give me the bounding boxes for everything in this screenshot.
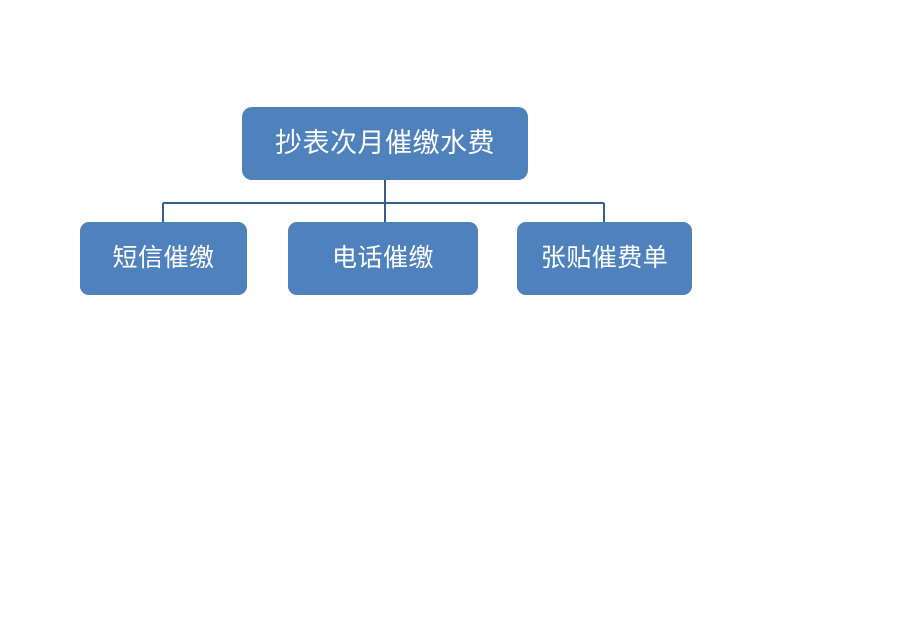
node-root[interactable]: 抄表次月催缴水费: [242, 107, 528, 180]
node-root-label: 抄表次月催缴水费: [275, 128, 495, 158]
node-child-sms-label: 短信催缴: [112, 245, 215, 272]
node-child-notice[interactable]: 张贴催费单: [517, 222, 692, 295]
node-child-notice-label: 张贴催费单: [540, 245, 669, 272]
node-child-sms[interactable]: 短信催缴: [80, 222, 247, 295]
node-child-phone-label: 电话催缴: [331, 245, 434, 272]
node-child-phone[interactable]: 电话催缴: [288, 222, 478, 295]
